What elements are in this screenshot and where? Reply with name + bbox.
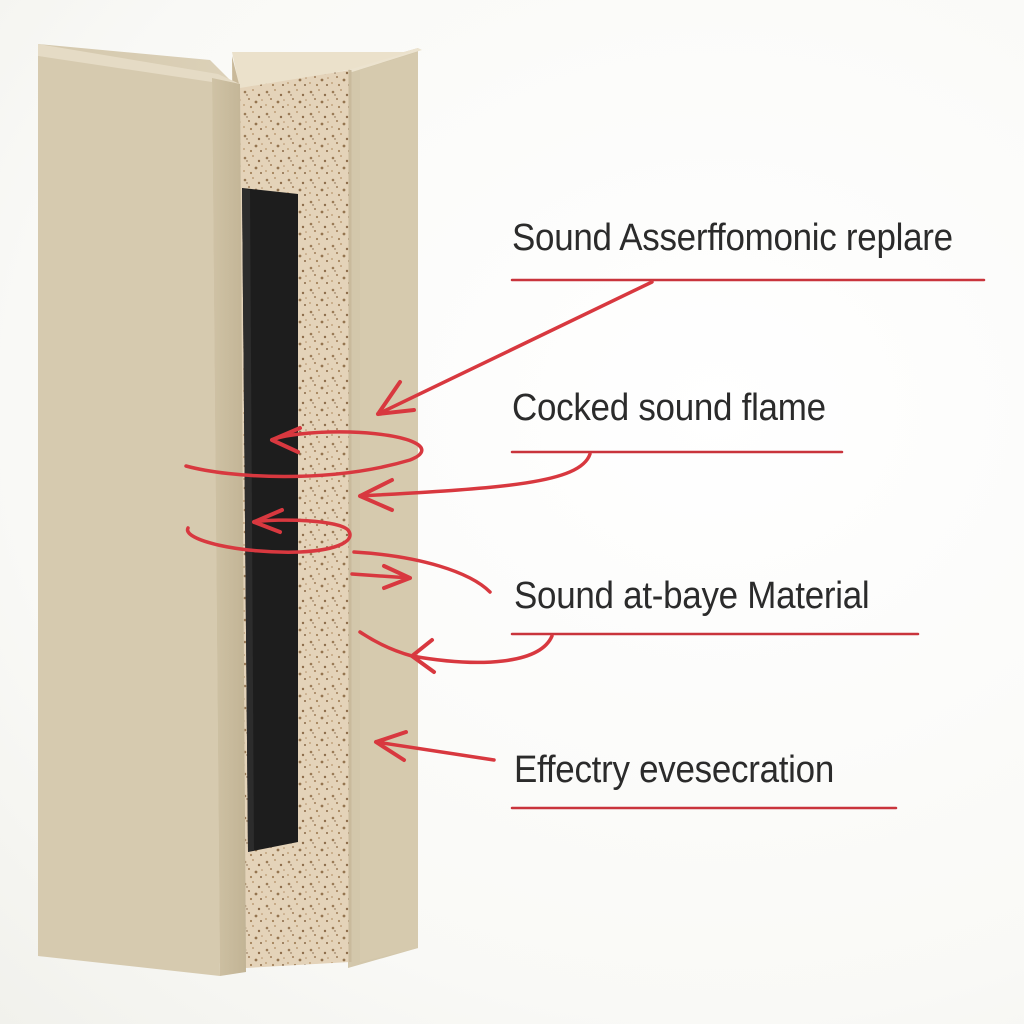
label-cocked-sound-flame: Cocked sound flame — [512, 387, 826, 429]
arrow-3b — [350, 572, 412, 580]
arrow-1 — [376, 280, 654, 416]
arrow-5 — [374, 740, 496, 762]
front-panel — [38, 44, 246, 976]
sound-loop-2 — [186, 518, 352, 554]
label-sound-asserffomonic-replare: Sound Asserffomonic replare — [512, 217, 953, 259]
label-sound-at-baye-material: Sound at-baye Material — [514, 575, 870, 617]
arrow-2 — [358, 452, 592, 498]
arrow-group — [184, 278, 986, 810]
label-effectry-evesecration: Effectry evesecration — [514, 749, 835, 791]
arrow-4 — [358, 630, 554, 665]
arrow-3a — [352, 550, 492, 594]
sound-loop-1 — [184, 430, 424, 479]
